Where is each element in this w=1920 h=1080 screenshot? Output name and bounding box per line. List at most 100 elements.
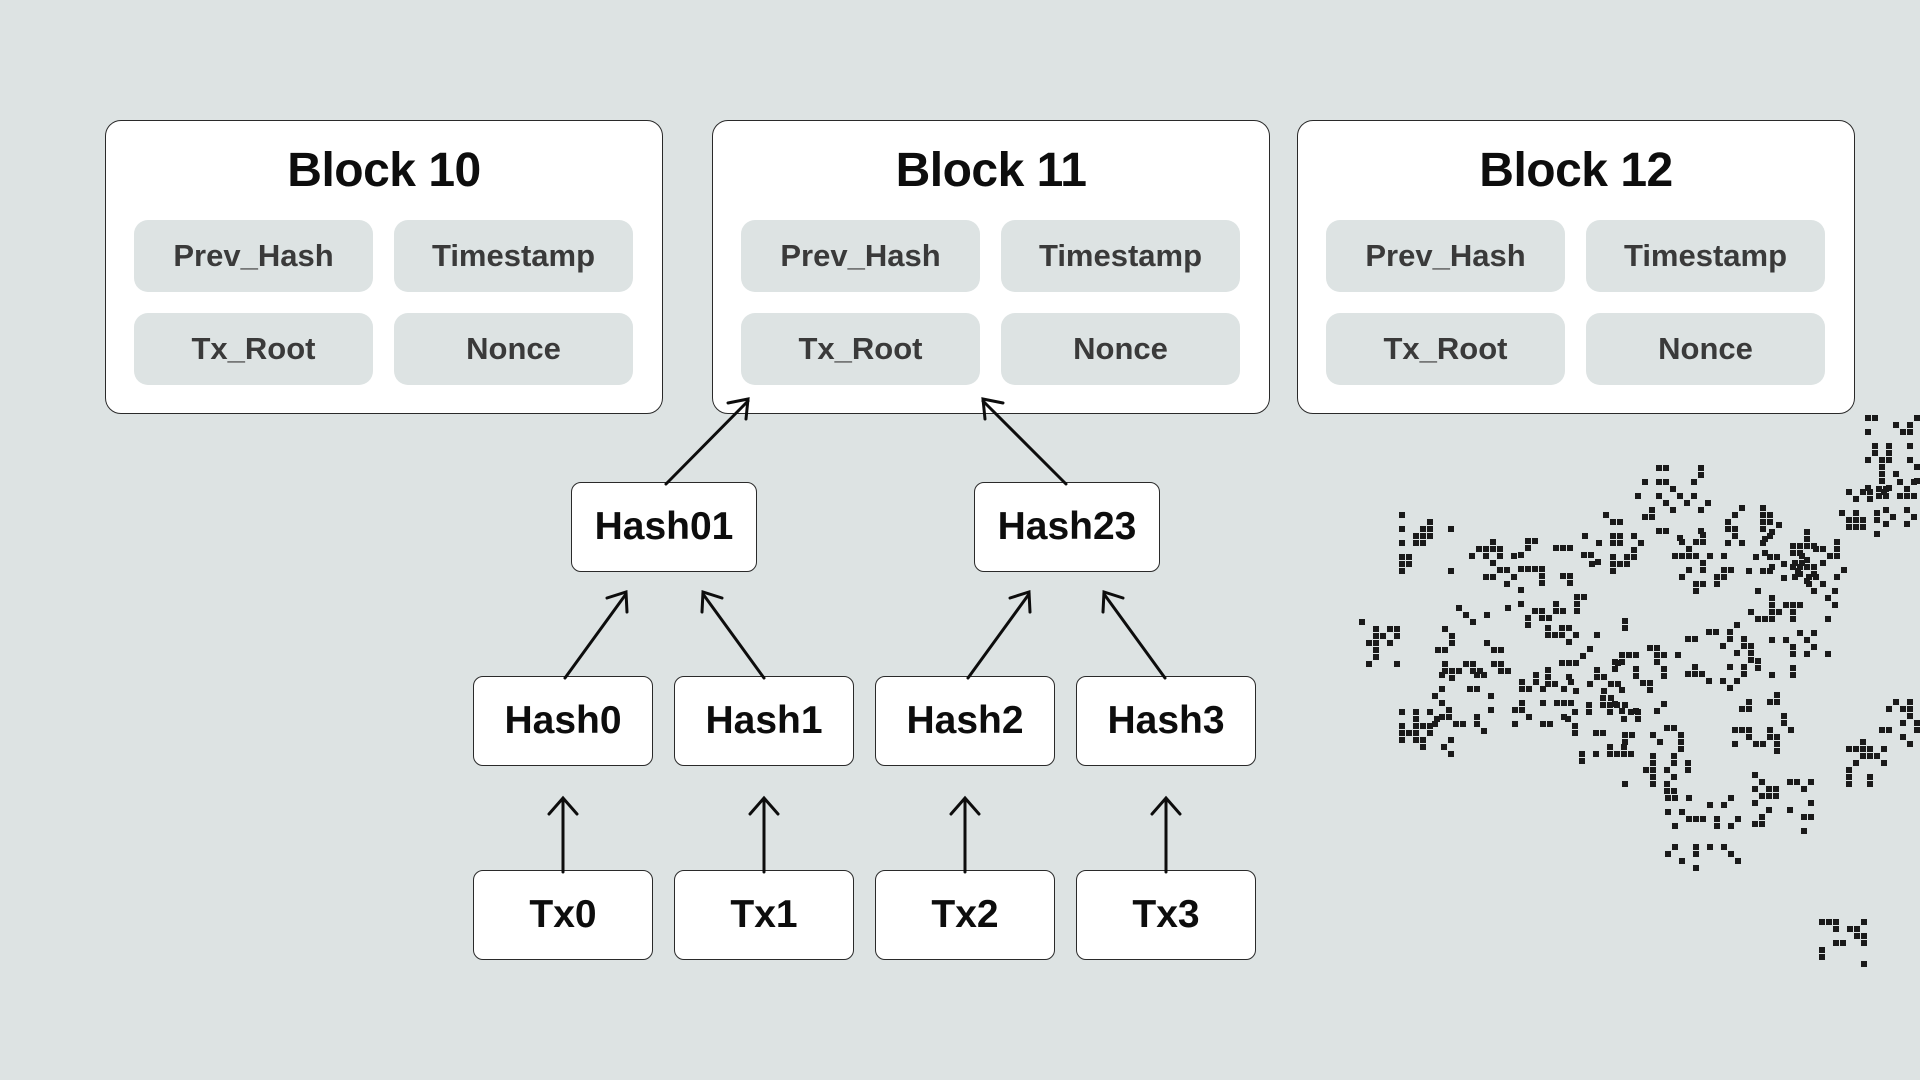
- pixel-dot: [1825, 595, 1831, 601]
- pixel-dot: [1769, 595, 1775, 601]
- pixel-dot: [1474, 714, 1480, 720]
- pixel-dot: [1420, 526, 1426, 532]
- pixel-dot: [1434, 716, 1440, 722]
- pixel-dot: [1834, 539, 1840, 545]
- pixel-dot: [1481, 672, 1487, 678]
- pixel-dot: [1783, 602, 1789, 608]
- pixel-dot: [1545, 625, 1551, 631]
- pixel-dot: [1546, 615, 1552, 621]
- pixel-dot: [1860, 517, 1866, 523]
- pixel-dot: [1399, 561, 1405, 567]
- pixel-dot: [1819, 954, 1825, 960]
- pixel-dot: [1832, 602, 1838, 608]
- pixel-dot: [1679, 858, 1685, 864]
- pixel-dot: [1633, 673, 1639, 679]
- pixel-dot: [1593, 751, 1599, 757]
- pixel-dot: [1774, 734, 1780, 740]
- pixel-dot: [1664, 767, 1670, 773]
- pixel-dot: [1420, 526, 1426, 532]
- arrow-hash1-hash01: [701, 592, 766, 680]
- pixel-dot: [1672, 844, 1678, 850]
- pixel-dot: [1853, 524, 1859, 530]
- pixel-dot: [1834, 553, 1840, 559]
- pixel-dot: [1617, 540, 1623, 546]
- pixel-dot: [1399, 526, 1405, 532]
- pixel-dot: [1621, 716, 1627, 722]
- pixel-dot: [1760, 512, 1766, 518]
- pixel-dot: [1766, 793, 1772, 799]
- pixel-dot: [1406, 554, 1412, 560]
- pixel-dot: [1442, 668, 1448, 674]
- pixel-dot: [1610, 519, 1616, 525]
- pixel-dot: [1650, 760, 1656, 766]
- pixel-dot: [1678, 739, 1684, 745]
- pixel-dot: [1526, 686, 1532, 692]
- pixel-dot: [1650, 774, 1656, 780]
- pixel-dot: [1854, 933, 1860, 939]
- pixel-dot: [1685, 760, 1691, 766]
- pixel-dot: [1560, 608, 1566, 614]
- pixel-dot: [1532, 608, 1538, 614]
- pixel-dot: [1720, 678, 1726, 684]
- pixel-dot: [1373, 640, 1379, 646]
- pixel-dot: [1559, 632, 1565, 638]
- pixel-dot: [1399, 554, 1405, 560]
- pixel-dot: [1533, 679, 1539, 685]
- pixel-dot: [1741, 664, 1747, 670]
- pixel-dot: [1427, 533, 1433, 539]
- pixel-dot: [1635, 716, 1641, 722]
- pixel-dot: [1518, 587, 1524, 593]
- tx3-node: Tx3: [1076, 870, 1256, 960]
- pixel-dot: [1504, 567, 1510, 573]
- pixel-dot: [1649, 514, 1655, 520]
- pixel-dot: [1907, 699, 1913, 705]
- pixel-dot: [1725, 526, 1731, 532]
- pixel-dot: [1439, 700, 1445, 706]
- pixel-dot: [1449, 633, 1455, 639]
- pixel-dot: [1769, 564, 1775, 570]
- pixel-dot: [1787, 807, 1793, 813]
- pixel-dot: [1900, 734, 1906, 740]
- pixel-dot: [1498, 661, 1504, 667]
- tx1-node: Tx1: [674, 870, 854, 960]
- pixel-dot: [1661, 652, 1667, 658]
- pixel-dot: [1607, 709, 1613, 715]
- pixel-dot: [1664, 725, 1670, 731]
- pixel-dot: [1721, 567, 1727, 573]
- block-title: Block 12: [1479, 144, 1673, 197]
- pixel-dot: [1439, 686, 1445, 692]
- pixel-dot: [1387, 640, 1393, 646]
- pixel-dot: [1767, 512, 1773, 518]
- pixel-dot: [1801, 828, 1807, 834]
- nonce-field: Nonce: [1001, 313, 1240, 385]
- pixel-dot: [1874, 510, 1880, 516]
- pixel-dot: [1746, 706, 1752, 712]
- pixel-dot: [1504, 581, 1510, 587]
- pixel-dot: [1545, 681, 1551, 687]
- pixel-dot: [1832, 588, 1838, 594]
- pixel-dot: [1490, 560, 1496, 566]
- pixel-dot: [1628, 751, 1634, 757]
- pixel-dot: [1679, 809, 1685, 815]
- pixel-dot: [1678, 746, 1684, 752]
- pixel-dot: [1600, 730, 1606, 736]
- pixel-dot: [1767, 512, 1773, 518]
- pixel-dot: [1728, 795, 1734, 801]
- pixel-dot: [1642, 514, 1648, 520]
- pixel-dot: [1661, 673, 1667, 679]
- pixel-dot: [1914, 464, 1920, 470]
- pixel-dot: [1619, 652, 1625, 658]
- pixel-dot: [1766, 786, 1772, 792]
- pixel-dot: [1654, 708, 1660, 714]
- pixel-dot: [1752, 800, 1758, 806]
- pixel-dot: [1490, 539, 1496, 545]
- pixel-dot: [1532, 566, 1538, 572]
- pixel-dot: [1693, 816, 1699, 822]
- pixel-dot: [1610, 554, 1616, 560]
- pixel-dot: [1799, 553, 1805, 559]
- pixel-dot: [1808, 779, 1814, 785]
- pixel-dot: [1907, 457, 1913, 463]
- pixel-dot: [1811, 543, 1817, 549]
- pixel-dot: [1897, 493, 1903, 499]
- pixel-dot: [1883, 521, 1889, 527]
